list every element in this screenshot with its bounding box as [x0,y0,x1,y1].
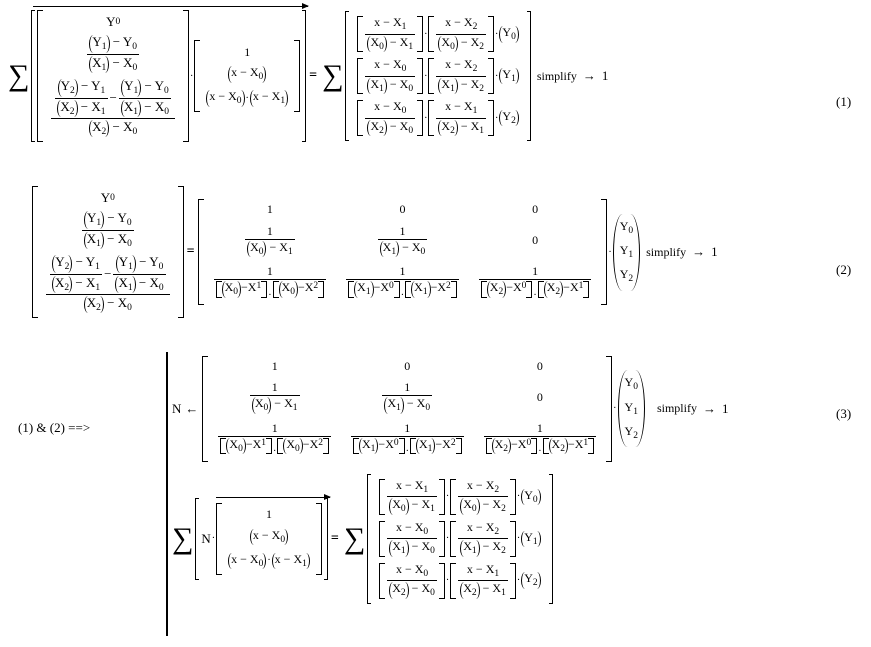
program-bar [166,352,168,636]
y-vector: Y0 Y1 Y2 [612,213,641,291]
arrow-symbol: → [582,68,596,84]
equals-sign: = [330,530,339,546]
y-vector: Y0 Y1 Y2 [617,370,645,448]
equation-number-2: (2) [836,262,852,277]
arrow-symbol: → [692,244,706,260]
simplify-keyword: simplify [646,244,687,259]
equation-number-3: (3) [836,406,852,421]
result-value: 1 [711,244,718,260]
equals-sign: = [186,244,195,260]
program-line-sum[interactable]: ∑ N · 1 x − X0 x − X0·x − X1 [170,474,553,604]
result-value: 1 [601,68,609,84]
sum-symbol: ∑ [172,521,194,555]
variable-n: N [172,400,182,416]
basis-vector: 1 x − X0 x − X0·x − X1 [194,40,301,113]
equals-sign: = [309,68,318,84]
implies-label: (1) & (2) ==> [18,420,91,435]
basis-vector: 1 x − X0 x − X0·x − X1 [216,493,331,575]
sum-symbol: ∑ [8,59,30,93]
sum-symbol: ∑ [322,59,344,93]
sum-symbol: ∑ [343,521,366,555]
equation-number-1: (1) [836,94,852,109]
simplify-keyword: simplify [656,401,697,416]
simplify-keyword: simplify [536,68,577,83]
result-value: 1 [721,400,729,416]
vectorize-arrow [33,3,309,9]
assign-arrow: ← [185,400,199,416]
vectorize-arrow [216,493,331,500]
arrow-symbol: → [702,400,716,416]
vectorized-product: N · 1 x − X0 x − X0·x − X1 [195,493,331,580]
